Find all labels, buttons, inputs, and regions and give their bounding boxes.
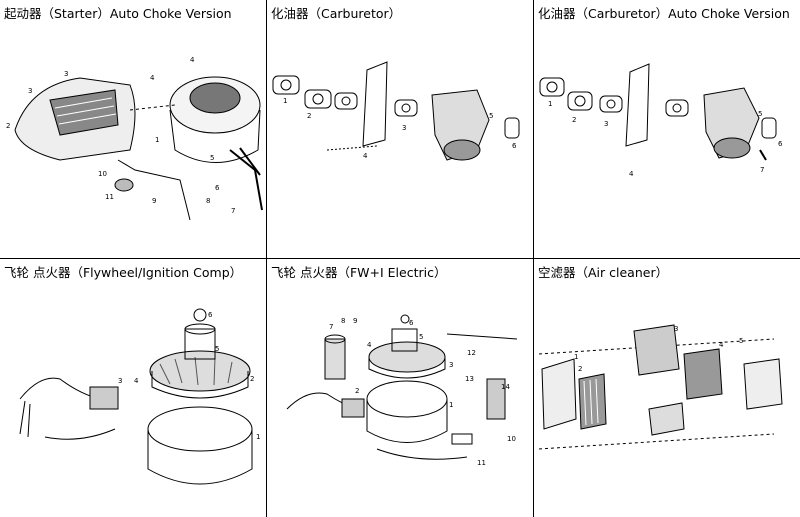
panel-air-cleaner: 空滤器（Air cleaner） 1 2 3 4 5 (534, 259, 800, 517)
callout-7: 7 (760, 166, 764, 174)
divider-horizontal (0, 258, 800, 259)
panel-title: 起动器（Starter）Auto Choke Version (4, 6, 232, 21)
callout-3a: 3 (64, 70, 68, 78)
callout-4: 4 (367, 341, 372, 349)
panel-title: 化油器（Carburetor） (271, 6, 402, 21)
callout-2: 2 (578, 365, 582, 373)
panel-flywheel-electric: 飞轮 点火器（FW+I Electric） 1 2 3 4 5 6 7 8 9 … (267, 259, 533, 517)
callout-1: 1 (449, 401, 453, 409)
callout-4a: 4 (190, 56, 195, 64)
callout-3: 3 (674, 325, 678, 333)
callout-4: 4 (629, 170, 634, 178)
flywheel-electric-exploded-view: 1 2 3 4 5 6 7 8 9 10 11 12 13 14 (286, 314, 518, 467)
callout-4: 4 (719, 341, 724, 349)
callout-3: 3 (118, 377, 122, 385)
air-cleaner-exploded-view: 1 2 3 4 5 (538, 324, 783, 450)
callout-2: 2 (250, 375, 254, 383)
callout-3b: 3 (28, 87, 32, 95)
callout-9: 9 (353, 317, 357, 325)
callout-5: 5 (489, 112, 493, 120)
callout-10: 10 (507, 435, 516, 443)
callout-2: 2 (307, 112, 311, 120)
callout-2: 2 (355, 387, 359, 395)
callout-3: 3 (449, 361, 453, 369)
panel-title: 飞轮 点火器（Flywheel/Ignition Comp） (4, 265, 243, 280)
callout-7: 7 (231, 207, 235, 215)
panel-carburetor-auto-choke: 化油器（Carburetor）Auto Choke Version 1 2 3 … (534, 0, 800, 258)
callout-6: 6 (778, 140, 783, 148)
panel-starter: 起动器（Starter）Auto Choke Version 1 2 3 3 4… (0, 0, 266, 258)
callout-1: 1 (283, 97, 287, 105)
callout-3: 3 (402, 124, 406, 132)
callout-7: 7 (329, 323, 333, 331)
callout-6: 6 (215, 184, 220, 192)
callout-5: 5 (419, 333, 423, 341)
callout-4b: 4 (150, 74, 155, 82)
callout-10: 10 (98, 170, 107, 178)
carburetor-exploded-view: 1 2 3 4 5 6 (272, 61, 520, 161)
callout-4: 4 (363, 152, 368, 160)
callout-1: 1 (548, 100, 552, 108)
callout-8: 8 (206, 197, 210, 205)
callout-13: 13 (465, 375, 474, 383)
callout-12: 12 (467, 349, 476, 357)
callout-5: 5 (210, 154, 214, 162)
callout-6: 6 (409, 319, 414, 327)
panel-title: 空滤器（Air cleaner） (538, 265, 669, 280)
callout-11: 11 (105, 193, 114, 201)
flywheel-ignition-exploded-view: 1 2 3 4 5 6 (19, 308, 260, 485)
callout-1: 1 (155, 136, 159, 144)
callout-3: 3 (604, 120, 608, 128)
panel-flywheel-ignition: 飞轮 点火器（Flywheel/Ignition Comp） 1 2 3 4 5… (0, 259, 266, 517)
callout-2: 2 (572, 116, 576, 124)
callout-1: 1 (256, 433, 260, 441)
callout-8: 8 (341, 317, 345, 325)
callout-4: 4 (134, 377, 139, 385)
callout-9: 9 (152, 197, 156, 205)
callout-11: 11 (477, 459, 486, 467)
starter-exploded-view (14, 76, 263, 221)
panel-title: 化油器（Carburetor）Auto Choke Version (538, 6, 790, 21)
callout-6: 6 (208, 311, 213, 319)
callout-5: 5 (758, 110, 762, 118)
callout-1: 1 (574, 353, 578, 361)
callout-5: 5 (739, 337, 743, 345)
callout-2: 2 (6, 122, 10, 130)
panel-title: 飞轮 点火器（FW+I Electric） (271, 265, 447, 280)
callout-5: 5 (215, 345, 219, 353)
callout-14: 14 (501, 383, 510, 391)
callout-6: 6 (512, 142, 517, 150)
carburetor-auto-choke-exploded-view: 1 2 3 4 5 6 7 (539, 63, 783, 178)
panel-carburetor: 化油器（Carburetor） 1 2 3 4 5 6 (267, 0, 533, 258)
